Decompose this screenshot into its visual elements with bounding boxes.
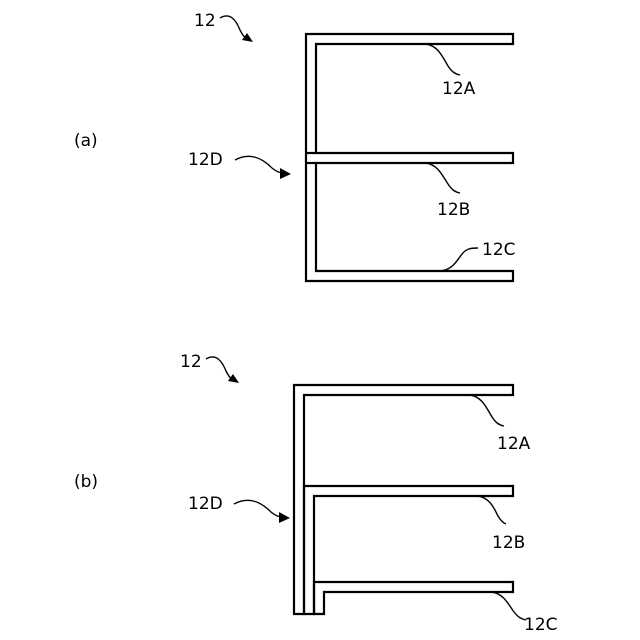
figure-a-label-12B: 12B — [437, 200, 470, 220]
figure-b-arrowhead-12D — [279, 512, 290, 523]
figure-a-leader-12A — [426, 44, 460, 75]
figure-b-profile-12B — [304, 486, 513, 614]
figure-a-leader-12 — [220, 16, 248, 39]
figure-a-leader-12D — [235, 156, 284, 173]
figure-a-label-12A: 12A — [442, 79, 476, 99]
figure-b-label-12C: 12C — [524, 615, 558, 635]
figure-b-leader-12C — [492, 592, 526, 620]
figure-a-label-12D: 12D — [188, 150, 223, 170]
figure-a-leader-12B — [426, 163, 460, 193]
figure-b: (b) 12 12A 12B 12C 12D — [74, 352, 558, 635]
figure-b-leader-12D — [234, 500, 283, 517]
figure-a: (a) 12 12A 12B 12C 12D — [74, 11, 516, 281]
figure-b-arrowhead-12 — [228, 374, 239, 383]
figure-a-leader-12C — [440, 248, 478, 271]
figure-b-leader-12 — [206, 357, 234, 380]
figure-b-profile-12C — [314, 582, 513, 614]
figure-b-leader-12B — [478, 496, 506, 524]
figure-b-label-12A: 12A — [497, 434, 531, 454]
figure-a-label-12: 12 — [194, 11, 216, 31]
figure-b-label-12: 12 — [180, 352, 202, 372]
figure-a-arrowhead-12D — [280, 168, 291, 179]
figure-a-caption: (a) — [74, 131, 98, 151]
figure-b-caption: (b) — [74, 472, 98, 492]
figure-a-label-12C: 12C — [482, 240, 516, 260]
figure-b-label-12D: 12D — [188, 494, 223, 514]
figure-b-profile-12A — [294, 385, 513, 614]
figure-b-leader-12A — [470, 395, 504, 426]
figure-a-arrowhead-12 — [242, 33, 253, 42]
figure-b-label-12B: 12B — [492, 533, 525, 553]
